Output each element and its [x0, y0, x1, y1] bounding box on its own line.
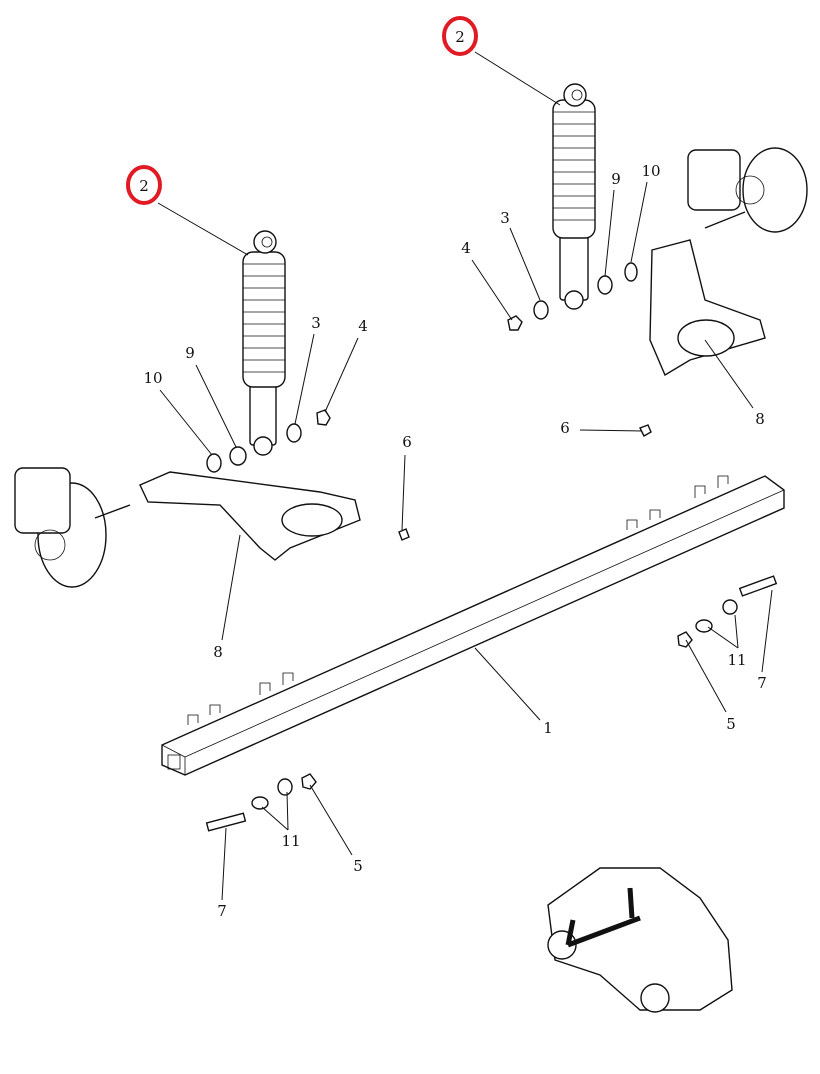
axle-beam[interactable] [161, 475, 785, 776]
callout-5-right[interactable]: 5 [726, 715, 736, 733]
trailing-arm-left[interactable] [139, 471, 361, 561]
brake-hub-left [14, 467, 131, 588]
callout-7-right[interactable]: 7 [757, 674, 767, 692]
shock-absorber-left[interactable] [242, 230, 286, 456]
leader-lines [157, 51, 773, 901]
callout-10-left[interactable]: 10 [143, 369, 162, 387]
callout-1[interactable]: 1 [543, 719, 553, 737]
callout-9-right[interactable]: 9 [611, 170, 621, 188]
trailing-arm-right[interactable] [649, 239, 766, 377]
callout-9-left[interactable]: 9 [185, 344, 195, 362]
callout-8-right[interactable]: 8 [755, 410, 765, 428]
callout-4-left[interactable]: 4 [358, 317, 368, 335]
callout-3-left[interactable]: 3 [311, 314, 321, 332]
callout-11-right[interactable]: 11 [727, 651, 746, 669]
lower-hardware [205, 575, 778, 832]
callout-10-right[interactable]: 10 [641, 162, 660, 180]
callout-6-left[interactable]: 6 [402, 433, 412, 451]
callout-11-left[interactable]: 11 [281, 832, 300, 850]
shock-absorber-right[interactable] [552, 83, 596, 310]
callout-2-left[interactable]: 2 [139, 177, 149, 195]
callout-5-left[interactable]: 5 [353, 857, 363, 875]
callout-7-left[interactable]: 7 [217, 902, 227, 920]
highlight-circle [126, 165, 162, 205]
vehicle-location-thumbnail [547, 867, 733, 1013]
callout-6-right[interactable]: 6 [560, 419, 570, 437]
hardware-left [206, 409, 410, 541]
callout-4-right[interactable]: 4 [461, 239, 471, 257]
callout-3-right[interactable]: 3 [500, 209, 510, 227]
brake-hub-right [687, 147, 808, 233]
highlight-circle [442, 16, 478, 56]
callout-2-right[interactable]: 2 [455, 28, 465, 46]
callout-8-left[interactable]: 8 [213, 643, 223, 661]
